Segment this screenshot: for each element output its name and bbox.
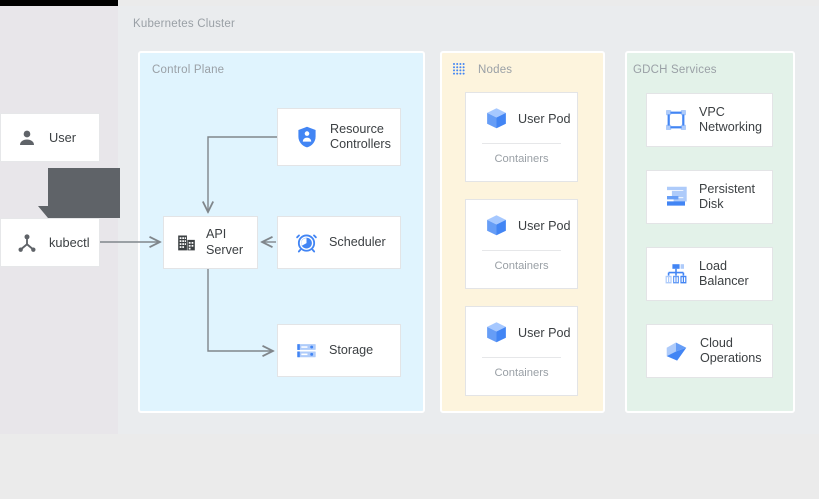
pod-divider: [482, 357, 561, 358]
api-server-building-icon: [176, 232, 197, 253]
pod-label: User Pod: [518, 111, 571, 126]
component-label-resource-controllers: Resource Controllers: [330, 121, 391, 151]
component-card-storage[interactable]: Storage: [277, 324, 401, 377]
kubernetes-cluster-title: Kubernetes Cluster: [133, 18, 236, 30]
nodes-title: Nodes: [478, 64, 513, 76]
component-label-api-server: API Server: [206, 227, 244, 257]
pod-containers-label: Containers: [494, 367, 549, 379]
component-label-scheduler: Scheduler: [329, 234, 386, 249]
pod-card[interactable]: User Pod Containers: [465, 306, 578, 396]
pod-containers-label: Containers: [494, 153, 549, 165]
pod-containers-label: Containers: [494, 260, 549, 272]
dotted-grid-icon: [452, 62, 467, 77]
tooltip-overlay: [38, 168, 120, 218]
service-label-persistent-disk: Persistent Disk: [699, 181, 755, 211]
component-card-scheduler[interactable]: Scheduler: [277, 216, 401, 269]
pod-divider: [482, 250, 561, 251]
actor-card-user[interactable]: User: [0, 113, 100, 162]
top-black-bar: [0, 0, 118, 6]
service-label-cloud-operations: Cloud Operations: [700, 335, 762, 365]
service-label-vpc-networking: VPC Networking: [699, 104, 762, 134]
pod-divider: [482, 143, 561, 144]
vpc-networking-icon: [664, 108, 688, 132]
cloud-operations-icon: [664, 339, 689, 364]
service-card-vpc-networking[interactable]: VPC Networking: [646, 93, 773, 147]
cube-icon: [484, 213, 509, 238]
control-plane-title: Control Plane: [152, 64, 225, 76]
actor-label-kubectl: kubectl: [49, 235, 90, 250]
service-card-cloud-operations[interactable]: Cloud Operations: [646, 324, 773, 378]
component-label-storage: Storage: [329, 342, 374, 357]
component-card-resource-controllers[interactable]: Resource Controllers: [277, 108, 401, 166]
cube-icon: [484, 106, 509, 131]
shield-person-icon: [295, 125, 319, 149]
kubectl-node-icon: [17, 233, 37, 253]
pod-card[interactable]: User Pod Containers: [465, 199, 578, 289]
alarm-clock-icon: [295, 231, 318, 254]
service-card-persistent-disk[interactable]: Persistent Disk: [646, 170, 773, 224]
person-icon: [17, 128, 37, 148]
service-card-load-balancer[interactable]: Load Balancer: [646, 247, 773, 301]
actor-label-user: User: [49, 130, 77, 145]
component-card-api-server[interactable]: API Server: [163, 216, 258, 269]
load-balancer-icon: [664, 262, 688, 286]
pod-label: User Pod: [518, 325, 571, 340]
pod-label: User Pod: [518, 218, 571, 233]
actor-card-kubectl[interactable]: kubectl: [0, 218, 100, 267]
storage-server-icon: [295, 339, 318, 362]
tooltip-tail: [38, 206, 48, 218]
cube-icon: [484, 320, 509, 345]
pod-card[interactable]: User Pod Containers: [465, 92, 578, 182]
service-label-load-balancer: Load Balancer: [699, 258, 749, 288]
persistent-disk-icon: [664, 185, 688, 209]
gdch-services-title: GDCH Services: [633, 64, 717, 76]
